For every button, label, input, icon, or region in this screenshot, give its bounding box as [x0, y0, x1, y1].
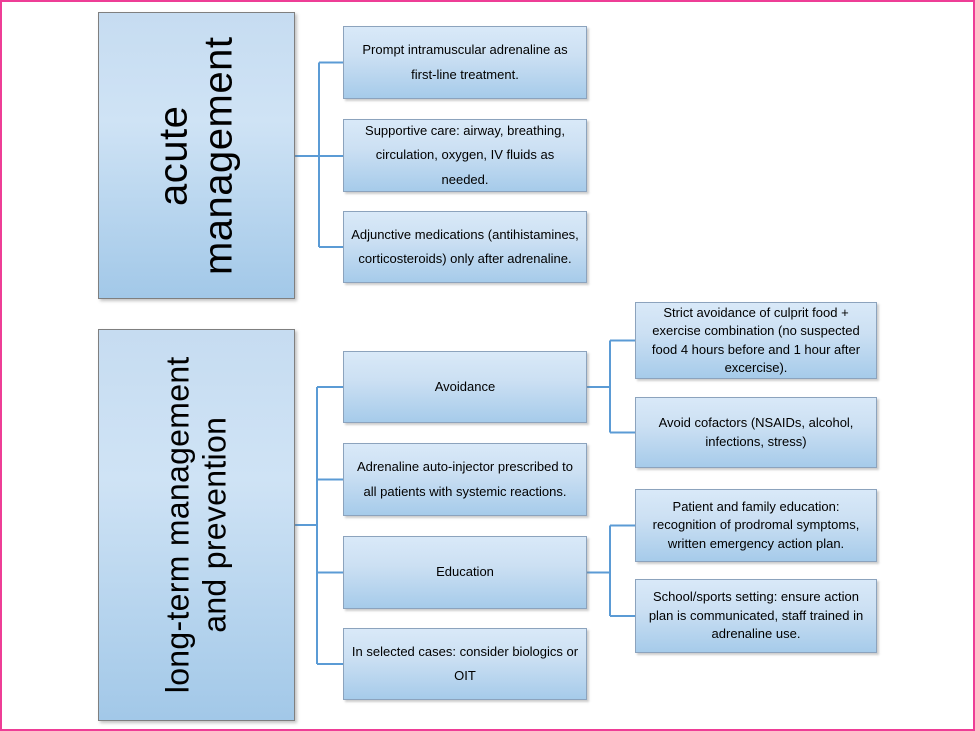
avoidance-branch-connector — [587, 339, 635, 434]
longterm-child-education-node: Education — [343, 536, 587, 609]
acute-child-adrenaline-node: Prompt intramuscular adrenaline as first… — [343, 26, 587, 99]
node-text: In selected cases: consider biologics or… — [351, 643, 579, 683]
acute-management-root-node: acute management — [98, 12, 295, 299]
longterm-child-auto-injector-node: Adrenaline auto-injector prescribed to a… — [343, 443, 587, 516]
longterm-label-line-2: and prevention — [196, 417, 233, 633]
acute-child-supportive-care-node: Supportive care: airway, breathing, circ… — [343, 119, 587, 192]
node-text: Supportive care: airway, breathing, circ… — [365, 123, 565, 187]
longterm-label-line-1: long-term management — [159, 356, 196, 694]
node-text: Prompt intramuscular adrenaline as first… — [362, 42, 568, 82]
acute-label-line-2: management — [196, 36, 241, 275]
node-text: Avoidance — [434, 378, 496, 394]
education-child-school-sports-node: School/sports setting: ensure action pla… — [635, 579, 877, 653]
longterm-child-avoidance-node: Avoidance — [343, 351, 587, 423]
longterm-child-biologics-oit-node: In selected cases: consider biologics or… — [343, 628, 587, 700]
node-text: Avoid cofactors (NSAIDs, alcohol, infect… — [658, 415, 854, 449]
longterm-management-label: long-term management and prevention — [160, 357, 234, 694]
education-child-family-education-node: Patient and family education: recognitio… — [635, 489, 877, 562]
avoidance-child-cofactors-node: Avoid cofactors (NSAIDs, alcohol, infect… — [635, 397, 877, 468]
longterm-branch-connector — [295, 386, 343, 665]
education-branch-connector — [587, 524, 635, 617]
node-text: Patient and family education: recognitio… — [652, 498, 860, 551]
longterm-management-root-node: long-term management and prevention — [98, 329, 295, 721]
acute-label-line-1: acute — [151, 105, 196, 206]
node-text: Strict avoidance of culprit food + exerc… — [651, 304, 861, 375]
acute-branch-connector — [295, 61, 343, 248]
avoidance-child-strict-avoidance-node: Strict avoidance of culprit food + exerc… — [635, 302, 877, 379]
node-text: Adjunctive medications (antihistamines, … — [351, 226, 579, 266]
acute-management-label: acute management — [152, 36, 242, 274]
acute-child-adjunctive-medications-node: Adjunctive medications (antihistamines, … — [343, 211, 587, 283]
node-text: School/sports setting: ensure action pla… — [648, 589, 864, 642]
node-text: Education — [436, 564, 494, 580]
node-text: Adrenaline auto-injector prescribed to a… — [356, 459, 574, 499]
